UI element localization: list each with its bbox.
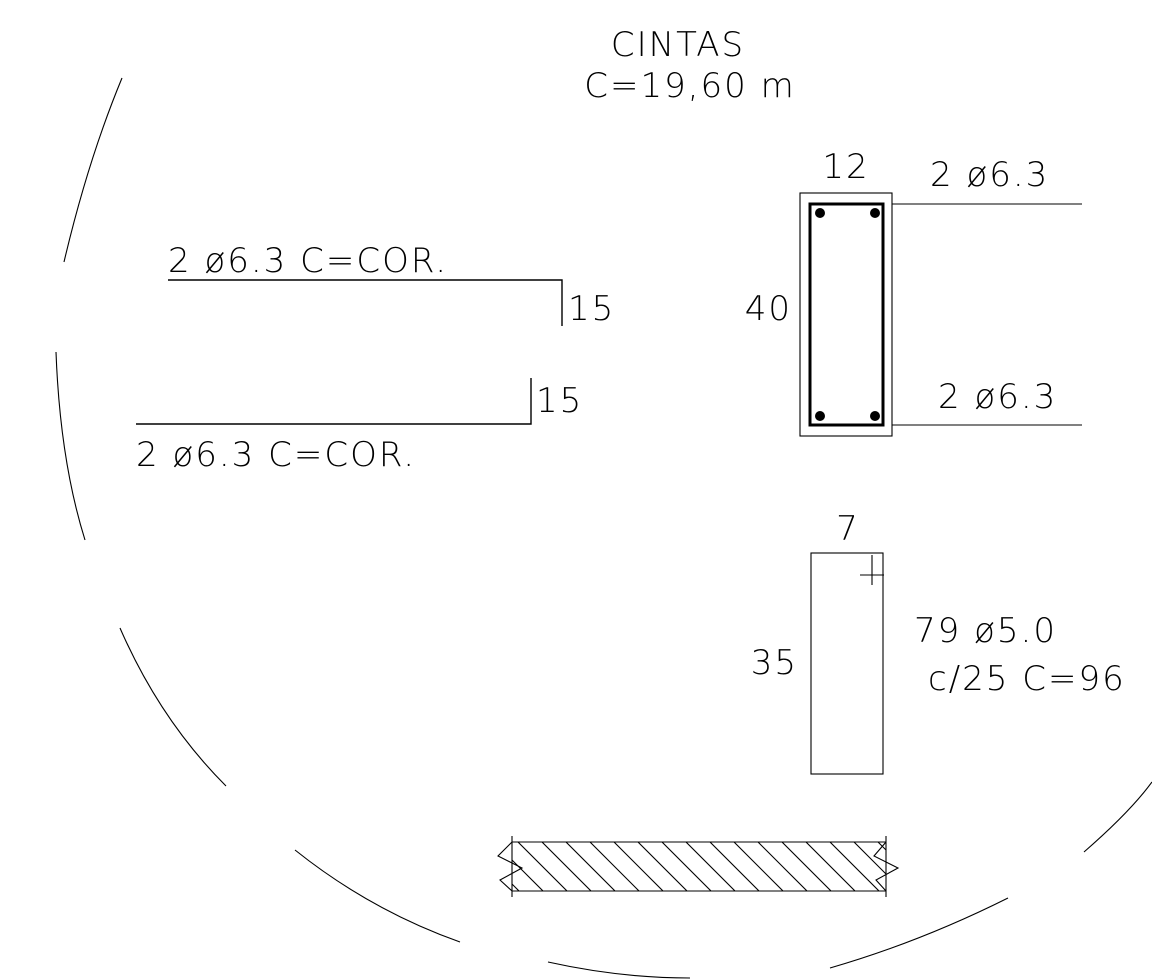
hatch-line: [565, 842, 616, 891]
hatch-line: [829, 842, 880, 891]
section-stirrup: [808, 202, 885, 427]
hatch-line: [877, 842, 886, 851]
hatch-line: [781, 842, 832, 891]
slab-hatch: [512, 842, 886, 891]
slab-section: [497, 836, 900, 897]
hatch-line: [709, 842, 760, 891]
upper-bar-hook: 15: [568, 289, 615, 329]
hatch-line: [637, 842, 688, 891]
stirrup-height: 35: [751, 643, 798, 683]
stirrup-shape: [810, 552, 884, 775]
hatch-line: [541, 842, 592, 891]
hatch-line: [589, 842, 640, 891]
bar-dot-bottom-left: [815, 411, 825, 421]
bar-dot-top-left: [815, 208, 825, 218]
section-height: 40: [745, 289, 792, 329]
lower-bar-label: 2 ø6.3 C=COR.: [136, 435, 416, 475]
bar-dot-top-right: [870, 208, 880, 218]
section-bottom-bars: 2 ø6.3: [938, 377, 1057, 417]
hatch-line: [853, 842, 886, 875]
cross-section: [799, 192, 1082, 437]
detail-circle: [55, 77, 1152, 979]
hatch-line: [757, 842, 808, 891]
section-top-bars: 2 ø6.3: [930, 155, 1049, 195]
hatch-line: [661, 842, 712, 891]
upper-bar-label: 2 ø6.3 C=COR.: [168, 241, 448, 281]
bar-dot-bottom-right: [870, 411, 880, 421]
stirrup-spec-line1: 79 ø5.0: [914, 611, 1057, 651]
lower-bar: [136, 378, 532, 425]
section-outline: [799, 192, 893, 437]
stirrup-rect: [810, 552, 884, 775]
hatch-line: [613, 842, 664, 891]
stirrup-spec-line2: c/25 C=96: [928, 659, 1126, 699]
title-line1: CINTAS: [611, 25, 745, 65]
hatch-line: [805, 842, 856, 891]
hatch-line: [733, 842, 784, 891]
break-line-right: [873, 841, 900, 892]
lower-bar-hook: 15: [536, 381, 583, 421]
hatch-line: [685, 842, 736, 891]
title-line2: C=19,60 m: [584, 66, 796, 106]
upper-bar: [168, 279, 563, 326]
stirrup-width: 7: [836, 509, 860, 549]
hatch-line: [517, 842, 568, 891]
break-line-left: [497, 841, 524, 892]
section-width: 12: [822, 147, 869, 187]
